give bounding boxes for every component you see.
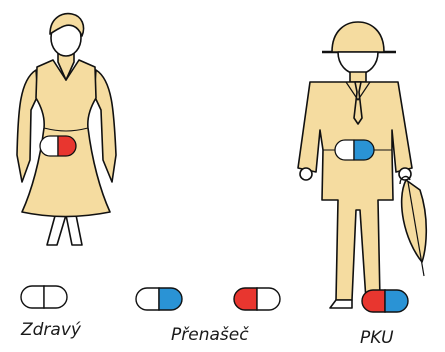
- man-left-hand: [300, 168, 312, 180]
- capsule-carrier-blue-icon: [136, 288, 182, 310]
- umbrella-icon: [400, 177, 426, 276]
- label-healthy: Zdravý: [21, 320, 81, 340]
- woman-left-arm: [17, 70, 38, 182]
- man-figure: [298, 22, 426, 308]
- capsule-pku-icon: [362, 290, 408, 312]
- capsule-carrier-red-icon: [234, 288, 280, 310]
- man-capsule: [335, 140, 374, 160]
- woman-right-arm: [94, 70, 116, 182]
- man-neck: [350, 72, 366, 82]
- capsule-healthy-icon: [21, 286, 67, 308]
- label-pku: PKU: [360, 328, 394, 348]
- man-hat-crown: [332, 22, 384, 52]
- woman-capsule: [40, 136, 76, 156]
- woman-figure: [17, 14, 116, 245]
- man-left-shoe: [330, 300, 352, 308]
- label-carrier: Přenašeč: [171, 325, 249, 345]
- man-head: [338, 52, 378, 74]
